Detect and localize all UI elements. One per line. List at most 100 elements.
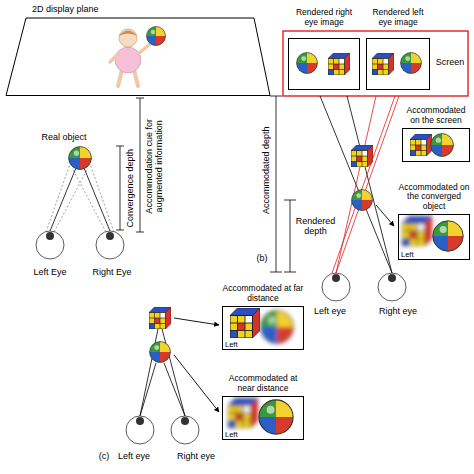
baby-head bbox=[119, 29, 137, 47]
inset-ball bbox=[431, 134, 454, 157]
eye-tag: Left bbox=[225, 431, 238, 439]
depth-bar bbox=[136, 98, 144, 232]
eye-tag: Left bbox=[401, 251, 414, 259]
inset-cube bbox=[228, 398, 258, 428]
view-inset: Accommodated on the screen bbox=[402, 106, 470, 162]
text-label: Screen bbox=[435, 57, 465, 67]
screen-outline bbox=[283, 31, 468, 96]
text-label: Left Eye bbox=[33, 267, 68, 277]
eye-tag: Left bbox=[225, 341, 238, 349]
display-plane: 2D display plane bbox=[4, 2, 272, 96]
sight-line bbox=[332, 96, 399, 273]
eyeball bbox=[96, 231, 124, 259]
view-inset: Accommodated at near distanceLeft bbox=[222, 374, 304, 440]
pupil bbox=[388, 274, 396, 282]
sight-line bbox=[140, 329, 185, 416]
real-object-ball bbox=[69, 147, 92, 170]
inset-frame bbox=[402, 128, 470, 162]
sight-line bbox=[50, 168, 110, 231]
label-slot: Accommodated depth bbox=[261, 126, 271, 215]
eye bbox=[96, 231, 124, 259]
label-slot: Left Eye bbox=[33, 267, 68, 277]
eye bbox=[322, 273, 350, 301]
focus-line bbox=[46, 164, 114, 232]
inset-ball bbox=[259, 400, 293, 434]
label-slot: Left eye bbox=[313, 306, 347, 316]
eyeball bbox=[322, 273, 350, 301]
pupil bbox=[46, 232, 54, 240]
plane-outline bbox=[4, 2, 272, 96]
view-inset: Accommodated at far distanceLeft bbox=[222, 284, 304, 350]
depth-bar bbox=[116, 146, 124, 230]
eye bbox=[126, 416, 154, 444]
inset-frame bbox=[366, 38, 430, 90]
view-inset: Rendered right eye image bbox=[288, 8, 360, 90]
label-slot: Left eye bbox=[117, 451, 151, 461]
baby-hair bbox=[119, 31, 137, 37]
label-slot: Right Eye bbox=[92, 267, 133, 277]
pointer-arrow bbox=[376, 205, 394, 226]
axis-label: Convergence depth bbox=[125, 148, 135, 228]
label-slot: Rendered depth bbox=[294, 216, 338, 237]
image-ball bbox=[401, 53, 422, 74]
inset-ground bbox=[222, 306, 304, 350]
inset-ball bbox=[433, 221, 463, 251]
inset-picture bbox=[398, 214, 470, 260]
label-slot: Screen bbox=[435, 57, 465, 67]
pointer-arrow bbox=[174, 355, 219, 412]
axis-label: Accommodated depth bbox=[261, 126, 271, 215]
pointer-arrow bbox=[174, 318, 219, 325]
inset-ball bbox=[261, 311, 293, 343]
image-cube bbox=[372, 53, 394, 75]
label-slot: Right eye bbox=[176, 451, 216, 461]
eyeball bbox=[36, 231, 64, 259]
label-slot: (c) bbox=[98, 451, 110, 461]
view-inset: Rendered left eye image bbox=[366, 8, 430, 90]
image-cube bbox=[328, 53, 350, 75]
eye bbox=[36, 231, 64, 259]
depth-bar bbox=[270, 96, 282, 272]
text-label: Left eye bbox=[117, 451, 151, 461]
inset-heading: Accommodated at far distance bbox=[222, 284, 304, 304]
axis-label: Accommodation cue for augmented informat… bbox=[143, 100, 164, 232]
plane-title: 2D display plane bbox=[4, 2, 272, 15]
view-inset: Accommodated on the converged objectLeft bbox=[398, 183, 470, 260]
text-label: (b) bbox=[256, 253, 268, 263]
inset-heading: Accommodated at near distance bbox=[222, 374, 304, 394]
inset-picture bbox=[222, 306, 304, 350]
label-slot: Real object bbox=[41, 132, 88, 142]
pupil bbox=[106, 232, 114, 240]
inset-frame: Left bbox=[398, 214, 470, 260]
label-slot: Right eye bbox=[378, 306, 418, 316]
eye bbox=[378, 273, 406, 301]
depth-bar bbox=[284, 200, 296, 272]
eyeball bbox=[378, 273, 406, 301]
inset-cube bbox=[230, 308, 260, 338]
converged-ball bbox=[352, 190, 373, 211]
inset-ground bbox=[222, 396, 304, 440]
inset-picture bbox=[222, 396, 304, 440]
inset-heading: Rendered left eye image bbox=[366, 8, 430, 28]
inset-heading: Rendered right eye image bbox=[288, 8, 360, 28]
far-cube bbox=[149, 307, 171, 329]
inset-frame: Left bbox=[222, 396, 304, 440]
inset-ground bbox=[398, 214, 470, 260]
label-slot: Accommodation cue for augmented informat… bbox=[143, 100, 164, 232]
inset-frame: Left bbox=[222, 306, 304, 350]
baby-dress bbox=[115, 47, 141, 73]
pupil bbox=[181, 417, 189, 425]
inset-picture bbox=[402, 128, 470, 162]
inset-ground bbox=[402, 128, 470, 162]
eyeball bbox=[171, 416, 199, 444]
inset-cube bbox=[402, 216, 432, 246]
label-slot: Convergence depth bbox=[125, 148, 135, 228]
inset-frame bbox=[288, 38, 360, 90]
eye bbox=[171, 416, 199, 444]
text-label: Right Eye bbox=[92, 267, 133, 277]
label-slot: (b) bbox=[256, 253, 268, 263]
plane-shape bbox=[6, 18, 270, 96]
text-label: Real object bbox=[41, 132, 88, 142]
inset-heading: Accommodated on the converged object bbox=[398, 183, 470, 212]
